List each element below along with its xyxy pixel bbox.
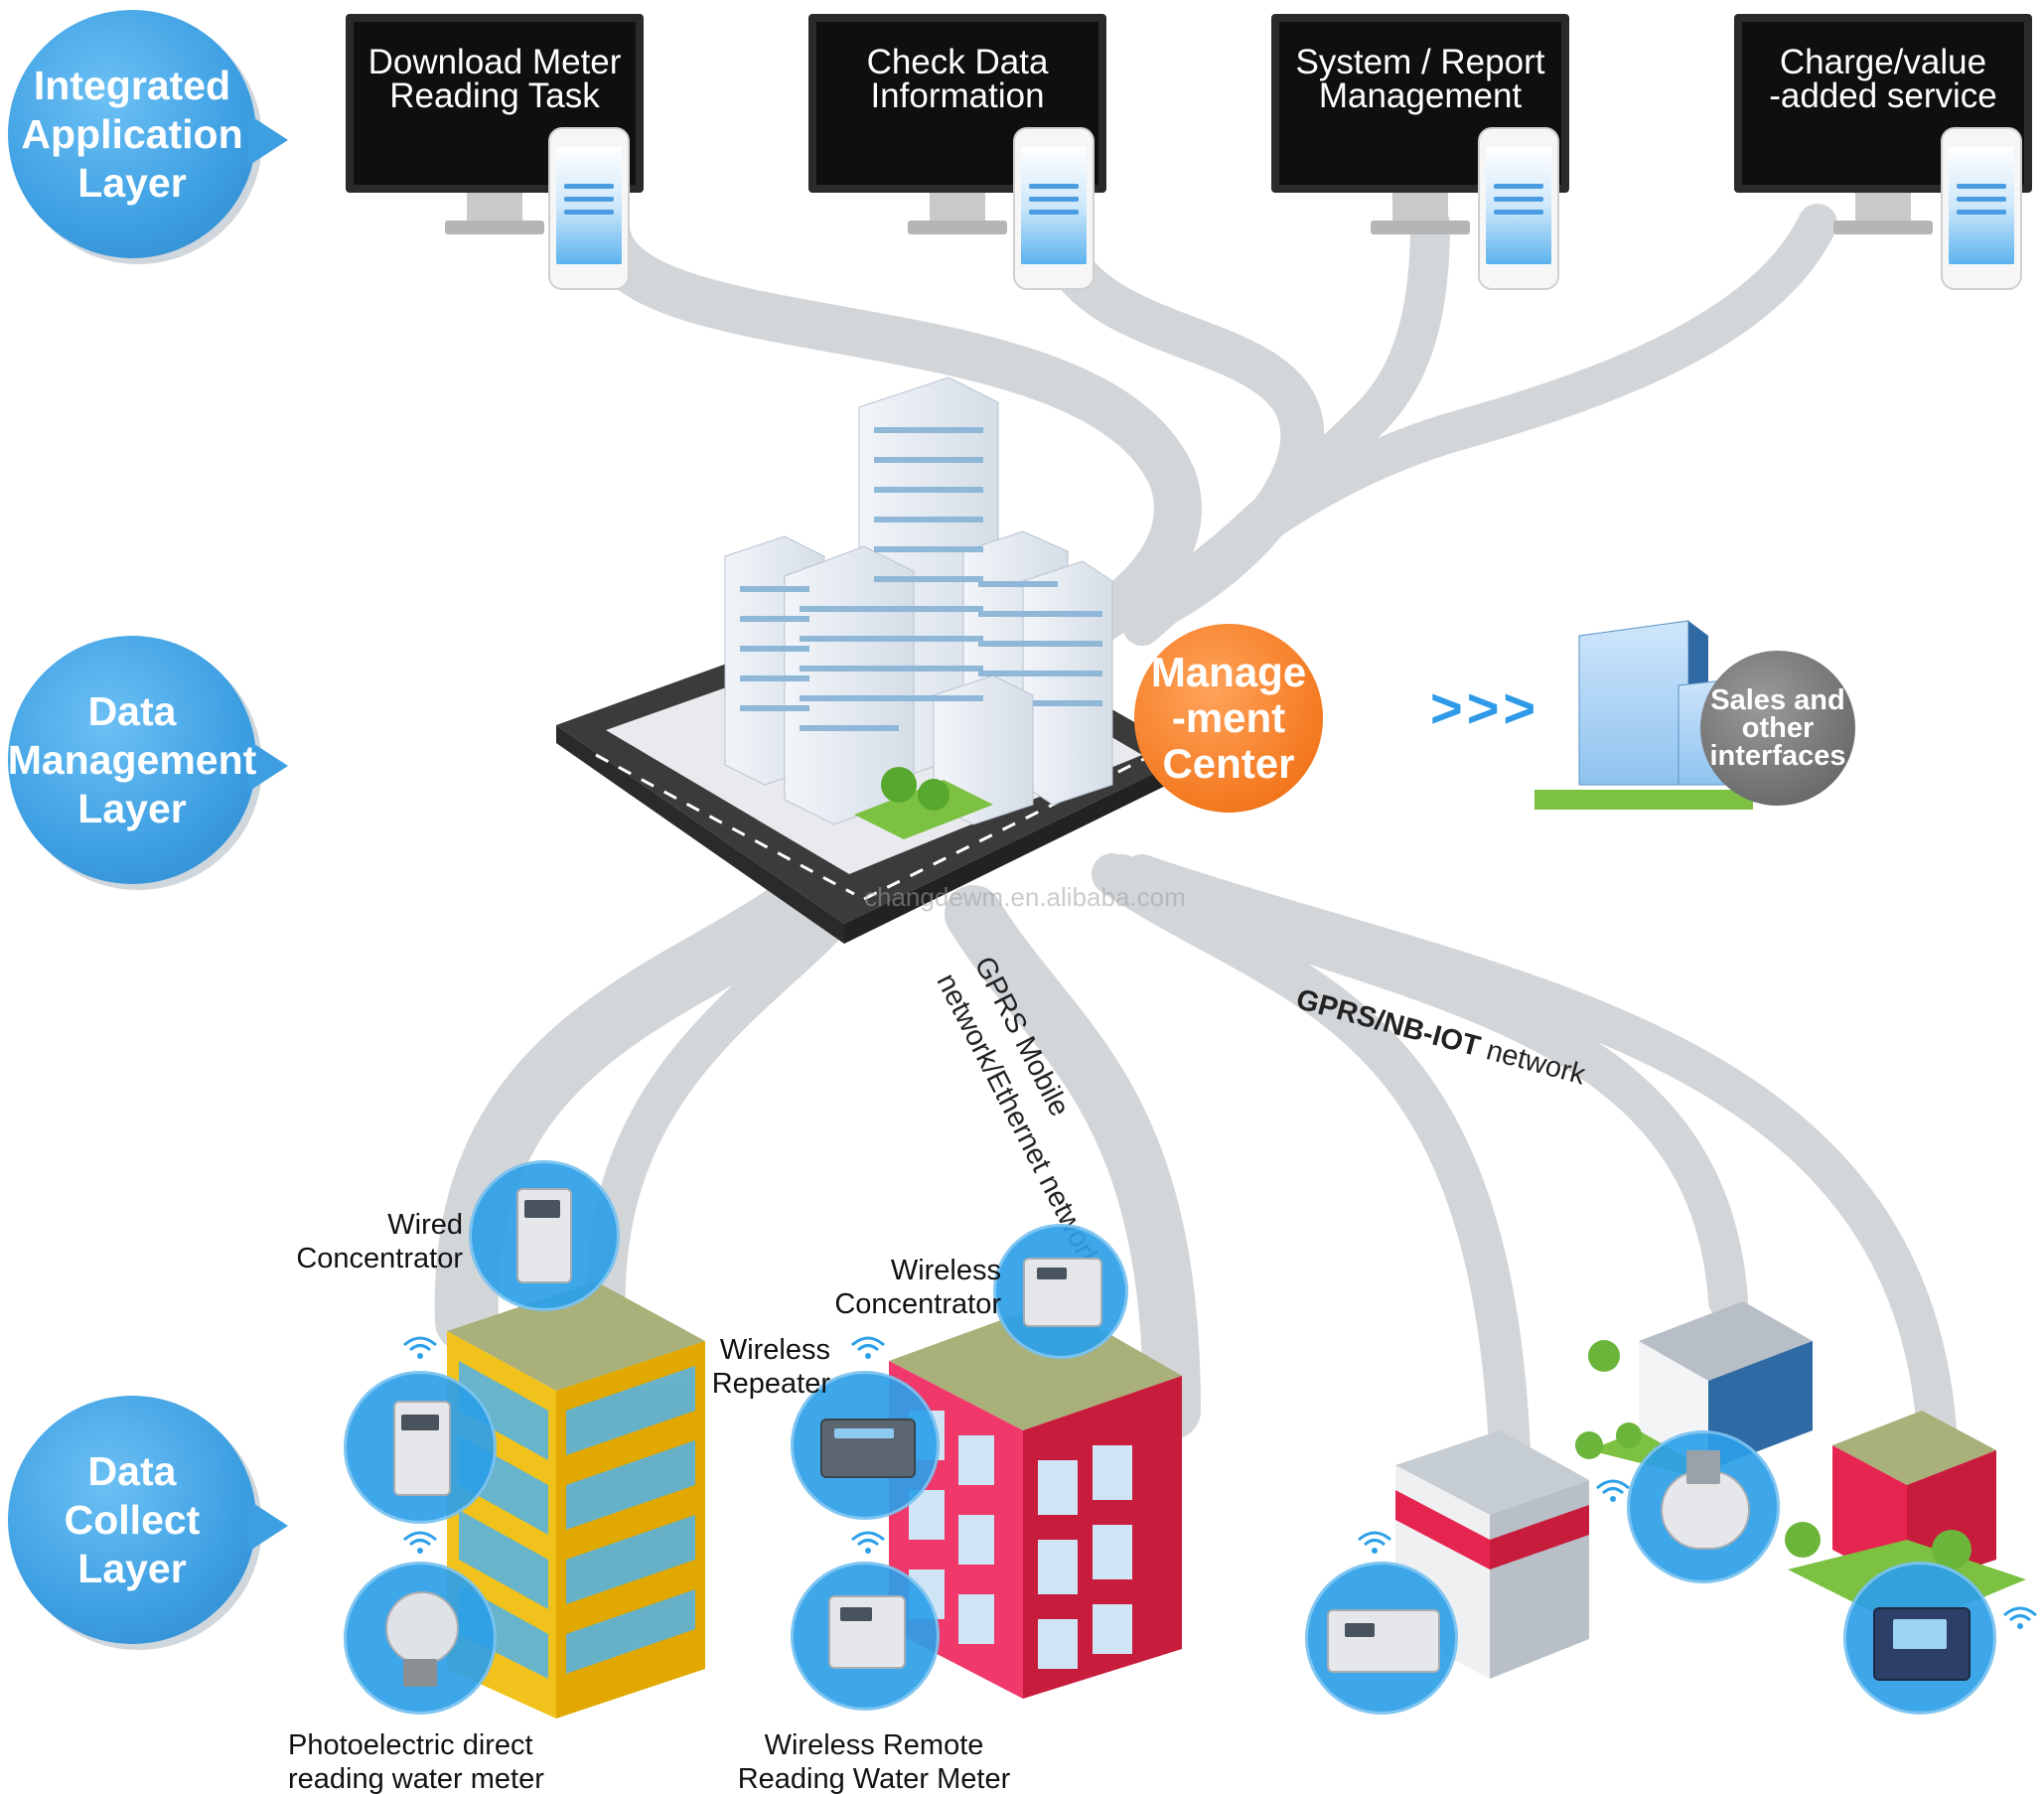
management-center-callout: Manage -ment Center	[1134, 624, 1323, 813]
wifi-icon	[851, 1336, 885, 1359]
wireless-concentrator-yellow-device	[344, 1371, 497, 1524]
wifi-icon	[403, 1531, 437, 1554]
monitor-label: Download Meter Reading Task	[367, 43, 622, 115]
layer-label: Data Management Layer	[7, 687, 257, 831]
wifi-icon	[1596, 1479, 1630, 1502]
wireless-repeater-device	[791, 1371, 940, 1520]
layer-data-management: Data Management Layer	[7, 636, 288, 894]
wifi-icon	[2003, 1606, 2037, 1629]
layer-integrated-application: Integrated Application Layer	[8, 10, 288, 268]
yellow-apartment-building	[447, 1281, 705, 1719]
management-center-city	[556, 376, 1192, 944]
upper-data-flow	[582, 202, 1837, 660]
wireless-concentrator-device	[993, 1224, 1128, 1359]
layer-label: Data Collect Layer	[64, 1447, 201, 1591]
label-wireless-remote-meter: Wireless Remote Reading Water Meter	[737, 1729, 1011, 1794]
wifi-icon	[403, 1336, 437, 1359]
label-photoelectric-meter: Photoelectric direct reading water meter	[288, 1729, 544, 1794]
wifi-icon	[1358, 1531, 1391, 1554]
monitor-label: Check Data Information	[866, 43, 1049, 115]
lower-data-flow	[434, 853, 1957, 1471]
layer-label: Integrated Application Layer	[21, 62, 243, 206]
smartphone-icon	[548, 127, 630, 290]
wifi-icon	[851, 1531, 885, 1554]
photoelectric-water-meter-device	[344, 1562, 497, 1715]
wireless-remote-water-meter-device	[791, 1562, 940, 1711]
monitor-download-meter-reading-task: Download Meter Reading Task	[346, 14, 644, 252]
large-water-meter-device	[1843, 1562, 1996, 1715]
sales-interfaces-callout: Sales and other interfaces	[1700, 651, 1855, 806]
electromagnetic-flow-meter-device	[1627, 1430, 1780, 1583]
trees	[1575, 1340, 1971, 1570]
monitor-label: System / Report Management	[1295, 43, 1545, 115]
smartphone-icon	[1941, 127, 2022, 290]
layer-data-collect: Data Collect Layer	[8, 1396, 288, 1654]
chevron-right-icon: >>>	[1430, 676, 1540, 739]
label-wired-concentrator: Wired Concentrator	[296, 1209, 463, 1274]
prepaid-water-meter-device	[1305, 1562, 1458, 1715]
label-wireless-concentrator: Wireless Concentrator	[834, 1255, 1001, 1320]
label-wireless-repeater: Wireless Repeater	[711, 1334, 830, 1400]
smartphone-icon	[1013, 127, 1095, 290]
red-apartment-building	[889, 1301, 1182, 1699]
smartphone-icon	[1478, 127, 1559, 290]
watermark: changdewm.en.alibaba.com	[864, 882, 1186, 912]
monitor-label: Charge/value -added service	[1769, 43, 1997, 115]
wired-concentrator-device	[469, 1160, 620, 1311]
sales-office-building	[1534, 620, 1769, 810]
